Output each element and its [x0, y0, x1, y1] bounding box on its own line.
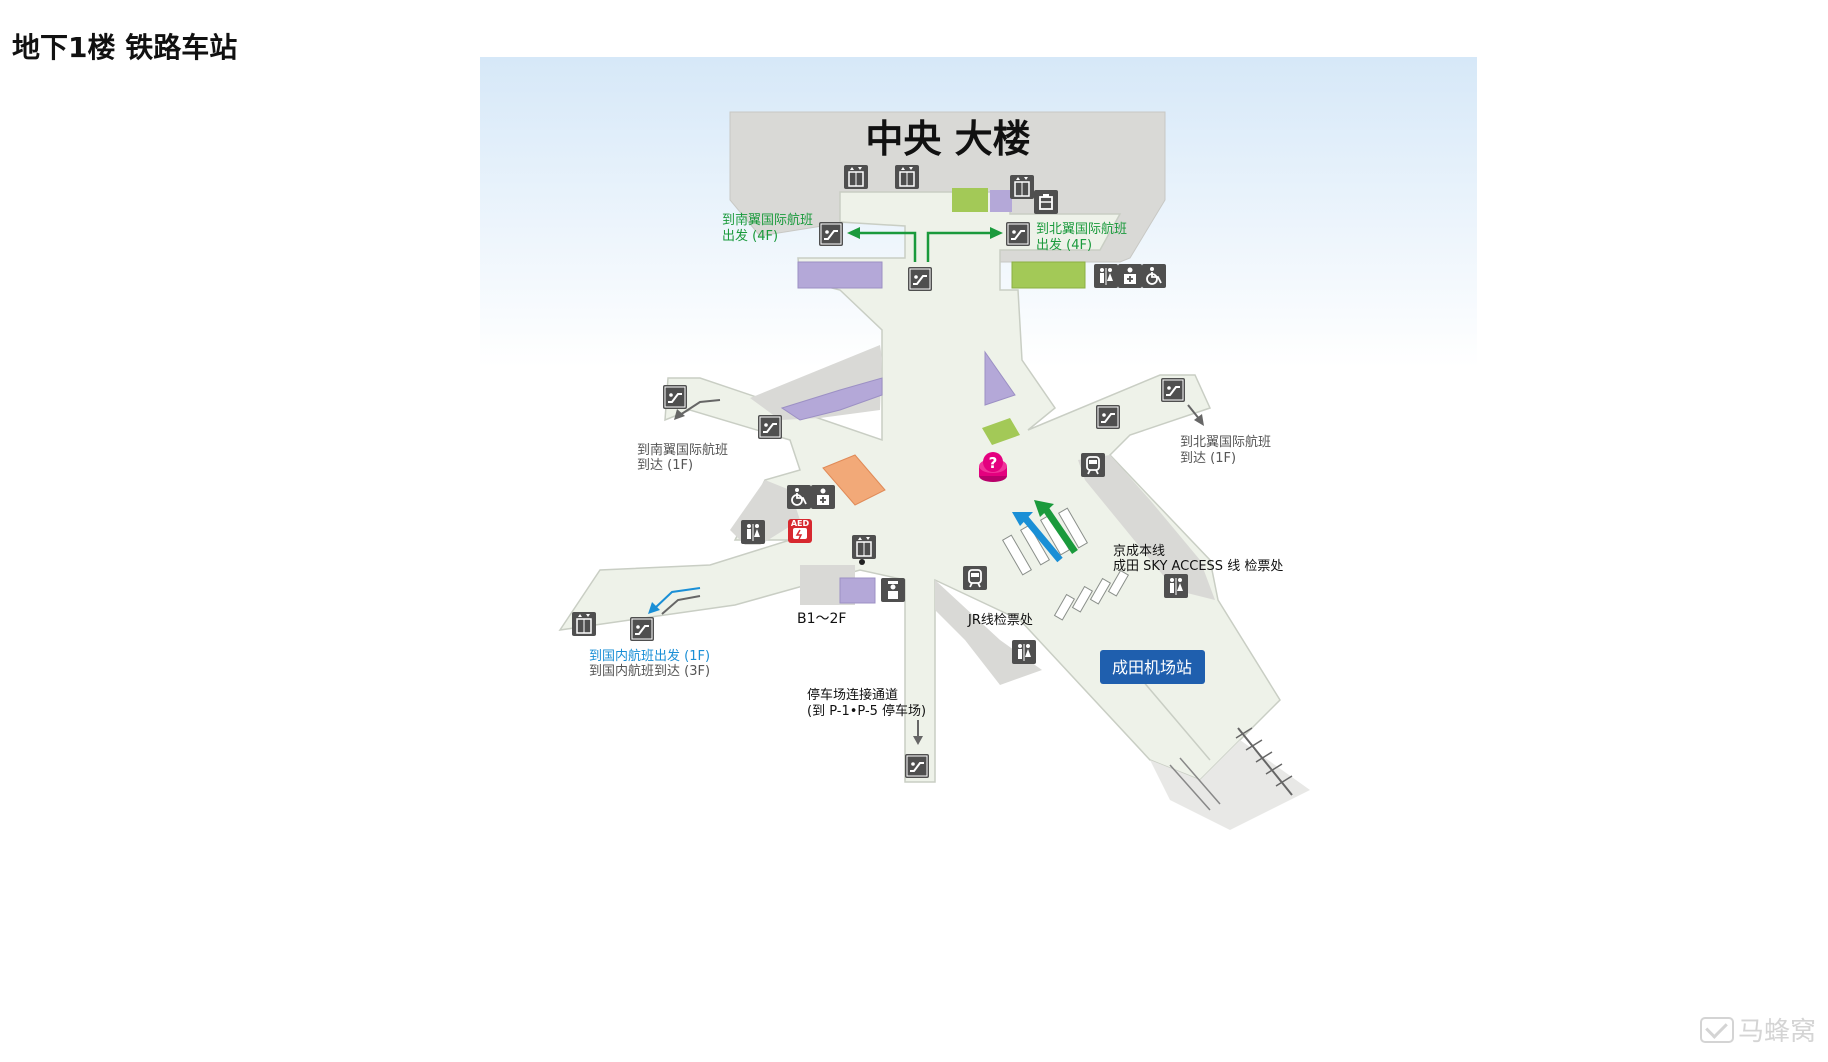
staff-icon: [881, 578, 905, 602]
elevator-icon: [571, 611, 597, 637]
nursing-room-icon: [1117, 263, 1143, 289]
aed-icon: [788, 519, 812, 543]
station-badge: [1100, 650, 1205, 684]
arrowhead-domestic-blue: [648, 602, 660, 614]
label-north-arrival-1: 到北翼国际航班: [1180, 434, 1271, 450]
info-icon: [979, 452, 1007, 482]
label-keisei-2: 成田 SKY ACCESS 线 检票处: [1113, 559, 1283, 574]
label-south-departure-1: 到南翼国际航班: [722, 212, 813, 228]
arrow-south-arrival: [679, 399, 721, 416]
track-edge: [1169, 757, 1221, 811]
escalator-icon: [629, 616, 655, 642]
platform: [1150, 740, 1310, 830]
elevator-icon: [894, 164, 920, 190]
mafengwo-logo-icon: [1699, 1016, 1734, 1043]
label-north-departure-1: 到北翼国际航班: [1036, 221, 1127, 237]
toilet-icon: [1093, 263, 1119, 289]
arrow-keisei-blue: [1022, 515, 1063, 563]
watermark-text: 马蜂窝: [1737, 1017, 1816, 1047]
locker-icon: [1033, 189, 1059, 215]
station-label: 成田机场站: [1112, 658, 1192, 677]
elevator-dot: [859, 559, 865, 565]
shop-area-center: [984, 350, 1016, 406]
escalator-icon: [757, 414, 783, 440]
label-b1-2f: B1～2F: [797, 611, 846, 627]
label-domestic-arrival: 到国内航班到达 (3F): [589, 663, 710, 679]
toilet-icon: [740, 519, 766, 545]
escalator-icon: [1095, 404, 1121, 430]
escalator-icon: [818, 221, 844, 247]
shop-area-ne: [1011, 261, 1086, 289]
shop-area-west: [780, 377, 883, 421]
info-label: ?: [989, 454, 998, 472]
elevator-icon: [851, 534, 877, 560]
arrow-to-south-departure: [855, 231, 917, 262]
ticket-gates: [1001, 507, 1130, 621]
arrowhead-keisei-green: [1034, 500, 1054, 517]
elevator-icon: [843, 164, 869, 190]
arrow-to-north-departure: [926, 231, 995, 262]
watermark: 马蜂窝: [1699, 1011, 1816, 1048]
shop-area-nw: [797, 261, 883, 289]
green-area-top: [952, 188, 988, 212]
label-parking-1: 停车场连接通道: [807, 687, 898, 703]
arrow-domestic-blue: [654, 587, 701, 609]
shop-area-b1: [839, 577, 876, 604]
shop-area-top: [990, 190, 1012, 212]
green-area-center: [982, 418, 1020, 445]
arrowhead-north-departure: [990, 227, 1003, 239]
label-jr-ticket: JR线检票处: [967, 613, 1033, 628]
aed-label: AED: [791, 519, 810, 528]
escalator-icon: [907, 266, 933, 292]
building-title: 中央 大楼: [865, 117, 1030, 161]
arrowhead-north-arrival: [1194, 414, 1204, 426]
arrow-keisei-green: [1042, 506, 1078, 554]
label-domestic-departure: 到国内航班出发 (1F): [589, 648, 710, 664]
escalator-icon: [904, 753, 930, 779]
toilet-icon: [1163, 573, 1189, 599]
arrowhead-keisei-blue: [1012, 512, 1033, 526]
label-south-departure-2: 出发 (4F): [722, 228, 778, 244]
label-south-arrival-1: 到南翼国际航班: [637, 442, 728, 458]
label-north-arrival-2: 到达 (1F): [1180, 451, 1236, 466]
concourse-floor: [558, 191, 1281, 783]
train-icon: [962, 565, 988, 591]
escalator-icon: [1160, 377, 1186, 403]
wheelchair-icon: [786, 484, 812, 510]
nursing-room-icon: [810, 484, 836, 510]
wheelchair-icon: [1141, 263, 1167, 289]
arrow-domestic-gray: [661, 595, 701, 615]
rail-ticks: [1235, 727, 1293, 787]
arrowhead-parking: [913, 736, 923, 745]
label-north-departure-2: 出发 (4F): [1036, 237, 1092, 253]
train-icon: [1080, 452, 1106, 478]
service-block-keisei: [1078, 455, 1215, 600]
arrowhead-south-departure: [847, 227, 860, 239]
arrowhead-south-arrival: [674, 409, 685, 420]
escalator-icon: [662, 384, 688, 410]
orange-area: [822, 454, 886, 506]
elevator-icon: [1009, 174, 1035, 200]
label-parking-2: (到 P-1•P-5 停车场): [807, 703, 926, 719]
rail-track: [1237, 727, 1293, 796]
label-south-arrival-2: 到达 (1F): [637, 458, 693, 473]
escalator-icon: [1005, 221, 1031, 247]
toilet-icon: [1011, 639, 1037, 665]
label-keisei-1: 京成本线: [1113, 544, 1165, 559]
page-title: 地下1楼 铁路车站: [12, 31, 238, 64]
